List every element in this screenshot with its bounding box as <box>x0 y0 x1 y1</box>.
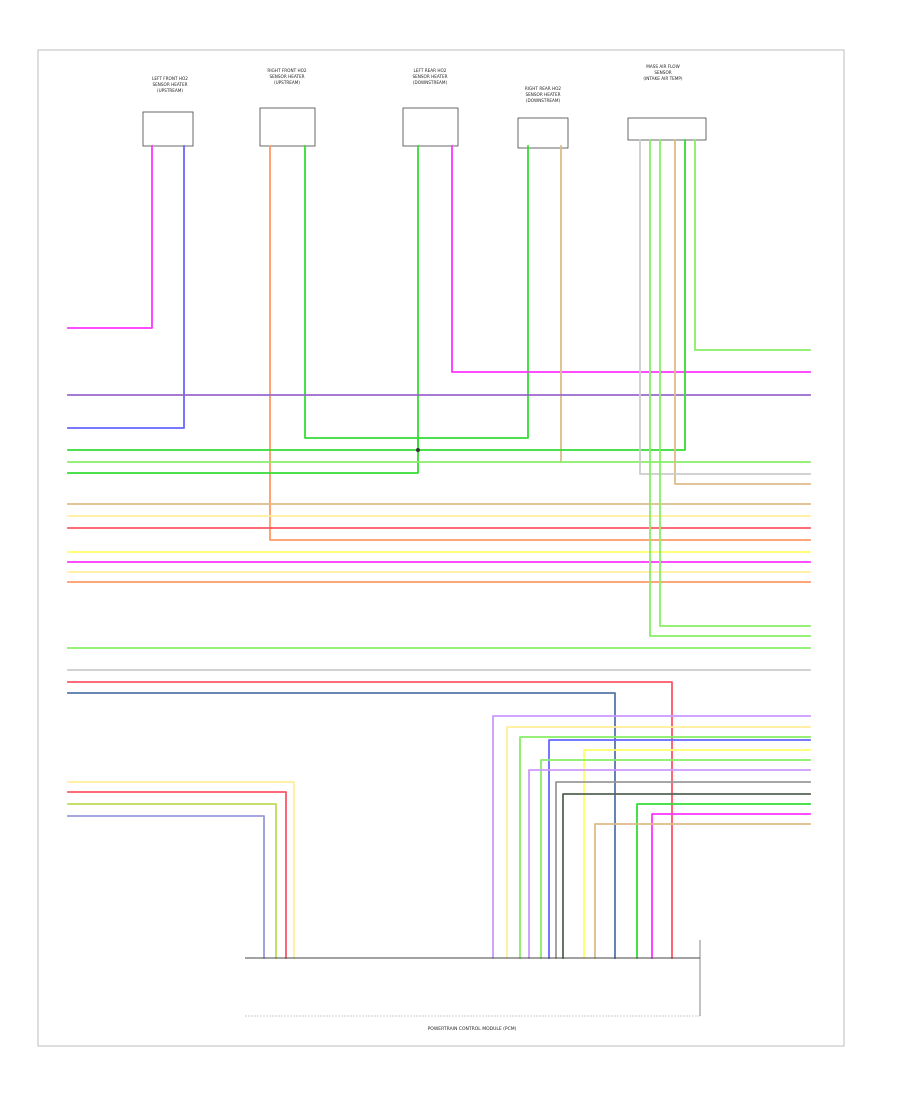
connector-box <box>627 117 707 141</box>
wire-red <box>67 681 673 959</box>
component-label-line: SENSOR HEATER <box>269 74 304 79</box>
component-label-line: LEFT FRONT HO2 <box>152 76 188 81</box>
wire-green <box>67 145 419 474</box>
wire-blue <box>548 739 811 959</box>
component-label-line: (INTAKE AIR TEMP) <box>643 76 683 81</box>
wire-pink <box>651 813 811 959</box>
component-label-line: (DOWNSTREAM) <box>526 98 561 103</box>
wire-green-junction <box>67 437 419 451</box>
diagram-frame <box>37 49 845 1047</box>
wire-red <box>67 791 287 959</box>
wire-lightgreen <box>519 736 811 959</box>
component-label-line: RIGHT FRONT HO2 <box>267 68 307 73</box>
component-left-rear-ho2: LEFT REAR HO2 SENSOR HEATER (DOWNSTREAM) <box>402 68 459 147</box>
component-label-line: SENSOR HEATER <box>152 82 187 87</box>
wire-yellow <box>583 749 811 959</box>
connector-box <box>517 117 569 149</box>
component-label-line: SENSOR HEATER <box>525 92 560 97</box>
wire-lightyellow <box>506 726 811 959</box>
wire-tan <box>674 139 811 485</box>
wire-gray <box>555 781 811 959</box>
component-mass-air-flow-sensor: MASS AIR FLOW SENSOR (INTAKE AIR TEMP) <box>627 64 707 141</box>
wire-blue <box>67 145 185 429</box>
wire-pink <box>67 145 153 329</box>
wire-gray <box>639 139 811 475</box>
component-label-line: SENSOR <box>654 70 671 75</box>
wire-lightgreen <box>649 139 811 637</box>
connector-box <box>402 107 459 147</box>
component-right-rear-ho2: RIGHT REAR HO2 SENSOR HEATER (DOWNSTREAM… <box>517 86 569 149</box>
wire-green <box>636 803 811 959</box>
component-label-line: (DOWNSTREAM) <box>413 80 448 85</box>
wire-group <box>67 139 811 959</box>
wire-lightgreen <box>659 139 811 627</box>
wire-lavender <box>67 815 265 959</box>
wire-green <box>417 139 686 451</box>
wire-dark <box>562 793 811 959</box>
wire-tan <box>594 823 811 959</box>
connector-box <box>142 111 194 147</box>
component-label-line: (UPSTREAM) <box>274 80 300 85</box>
component-label-line: LEFT REAR HO2 <box>414 68 447 73</box>
wire-lightgreen <box>67 803 277 959</box>
wire-green <box>304 145 529 439</box>
splice-junction <box>416 448 420 452</box>
pcm-connector: POWERTRAIN CONTROL MODULE (PCM) <box>245 940 701 1032</box>
component-label-line: RIGHT REAR HO2 <box>525 86 562 91</box>
wire-lightgreen <box>694 139 811 351</box>
wire-lavender <box>528 769 811 959</box>
wire-lavender <box>492 715 811 959</box>
component-label-line: SENSOR HEATER <box>412 74 447 79</box>
wire-orange <box>269 145 811 541</box>
component-label-line: (UPSTREAM) <box>157 88 183 93</box>
pcm-label: POWERTRAIN CONTROL MODULE (PCM) <box>428 1026 517 1032</box>
wire-pink <box>451 145 811 373</box>
component-right-front-ho2: RIGHT FRONT HO2 SENSOR HEATER (UPSTREAM) <box>259 68 316 147</box>
connector-box <box>259 107 316 147</box>
wire-steel <box>67 692 616 959</box>
component-left-front-ho2: LEFT FRONT HO2 SENSOR HEATER (UPSTREAM) <box>142 76 194 147</box>
component-label-line: MASS AIR FLOW <box>646 64 680 69</box>
wire-lightgreen <box>540 759 811 959</box>
wire-lightyellow <box>67 781 295 959</box>
